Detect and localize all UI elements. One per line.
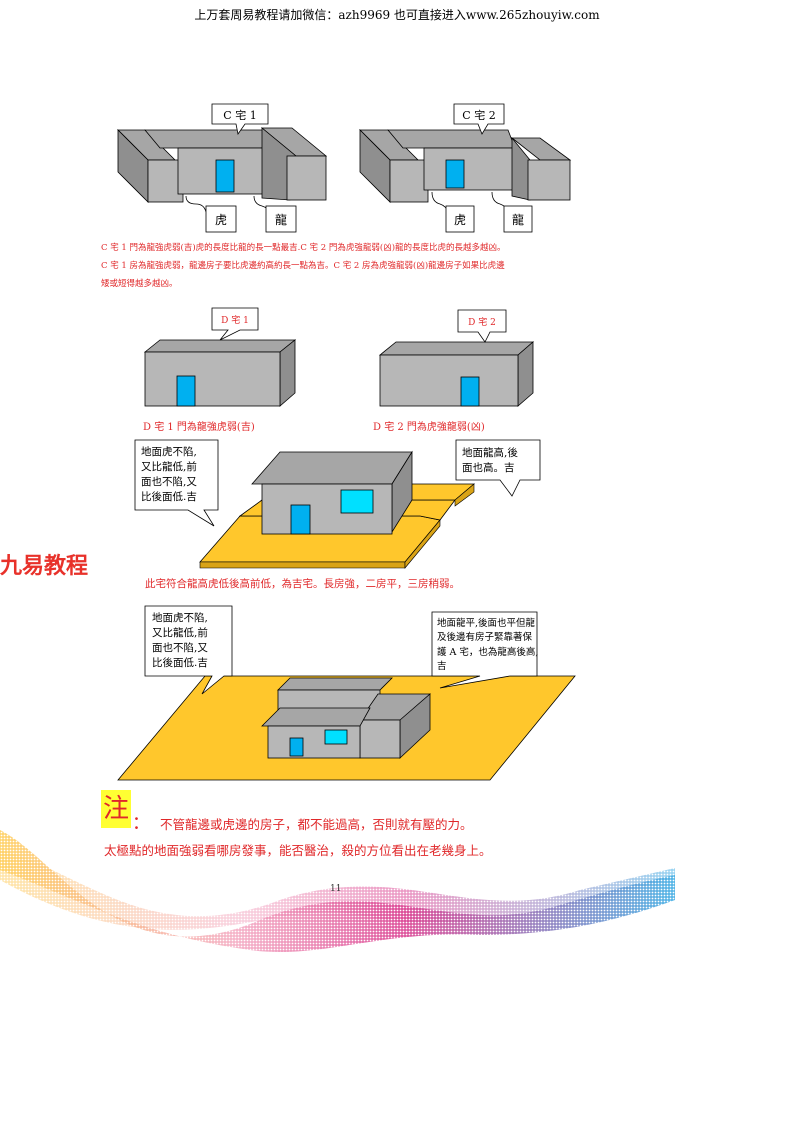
note-colon: ： [132,813,150,834]
d-house-1-diagram [143,307,297,407]
d-house-1-label: D 宅 1 [221,314,249,326]
svg-text:面也不陷,又: 面也不陷,又 [152,641,208,654]
d-house-2-label: D 宅 2 [468,316,496,328]
c-house-2-label: C 宅 2 [462,108,495,122]
terrace-house-diagram [134,439,541,569]
d-caption-1: D 宅 1 門為龍強虎弱(吉) [143,422,255,433]
d-house-2-diagram [378,309,535,407]
c-house-1-tiger-label: 虎 [215,213,227,227]
svg-text:又比龍低,前: 又比龍低,前 [152,626,208,639]
svg-text:地面虎不陷,: 地面虎不陷, [141,445,197,458]
decorative-ribbon [0,820,680,960]
page-number: 11 [330,884,342,894]
c-house-2-diagram [359,103,572,233]
svg-text:面也不陷,又: 面也不陷,又 [141,475,197,488]
svg-text:吉: 吉 [437,661,447,672]
svg-text:及後邊有房子緊靠著保: 及後邊有房子緊靠著保 [437,631,533,643]
note-mark: 注 [101,790,131,828]
watermark-brand: 九易教程 [0,554,89,579]
d-caption-2: D 宅 2 門為虎強龍弱(凶) [373,422,485,433]
terrace-bubble-left-text: 地面虎不陷, 又比龍低,前 面也不陷,又 比後面低.吉 [141,445,197,503]
c-house-2-dragon-label: 龍 [512,212,524,227]
svg-text:地面龍平,後面也平但龍: 地面龍平,後面也平但龍 [437,617,536,629]
compound-bubble-left-text: 地面虎不陷, 又比龍低,前 面也不陷,又 比後面低.吉 [152,611,208,669]
c-house-2-tiger-label: 虎 [454,213,466,227]
c-caption-line-3: 矮或短得越多越凶。 [101,279,178,289]
svg-text:比後面低.吉: 比後面低.吉 [141,490,197,503]
c-caption-line-2: C 宅 1 房為龍強虎弱，龍邊房子要比虎邊約高約長一點為吉。C 宅 2 房為虎強… [101,261,505,271]
svg-text:面也高。吉: 面也高。吉 [462,461,515,474]
svg-text:地面龍高,後: 地面龍高,後 [462,446,518,459]
note-line-2: 太極點的地面強弱看哪房發事，能否醫治，殺的方位看出在老幾身上。 [104,843,492,858]
svg-text:護 A 宅，也為龍高後高,: 護 A 宅，也為龍高後高, [437,646,538,658]
c-house-1-diagram [117,103,328,233]
svg-text:比後面低.吉: 比後面低.吉 [152,656,208,669]
c-house-1-label: C 宅 1 [223,108,256,122]
svg-text:地面虎不陷,: 地面虎不陷, [152,611,208,624]
svg-text:又比龍低,前: 又比龍低,前 [141,460,197,473]
header-watermark-text: 上万套周易教程请加微信：azh9969 也可直接进入www.265zhouyiw… [194,8,600,22]
compound-bubble-right-text: 地面龍平,後面也平但龍 及後邊有房子緊靠著保 護 A 宅，也為龍高後高, 吉 [437,617,538,672]
note-line-1-text: 不管龍邊或虎邊的房子，都不能過高，否則就有壓的力。 [160,817,473,832]
terrace-bubble-right-text: 地面龍高,後 面也高。吉 [462,446,518,474]
note-line-1: ： 不管龍邊或虎邊的房子，都不能過高，否則就有壓的力。 [132,809,473,835]
terrace-caption: 此宅符合龍高虎低後高前低，為吉宅。長房強，二房平，三房稍弱。 [145,578,460,590]
c-house-1-dragon-label: 龍 [275,212,287,227]
c-caption-line-1: C 宅 1 門為龍強虎弱(吉)虎的長度比龍的長一點最吉.C 宅 2 門為虎強龍弱… [101,243,506,253]
compound-house-diagram [117,605,576,781]
